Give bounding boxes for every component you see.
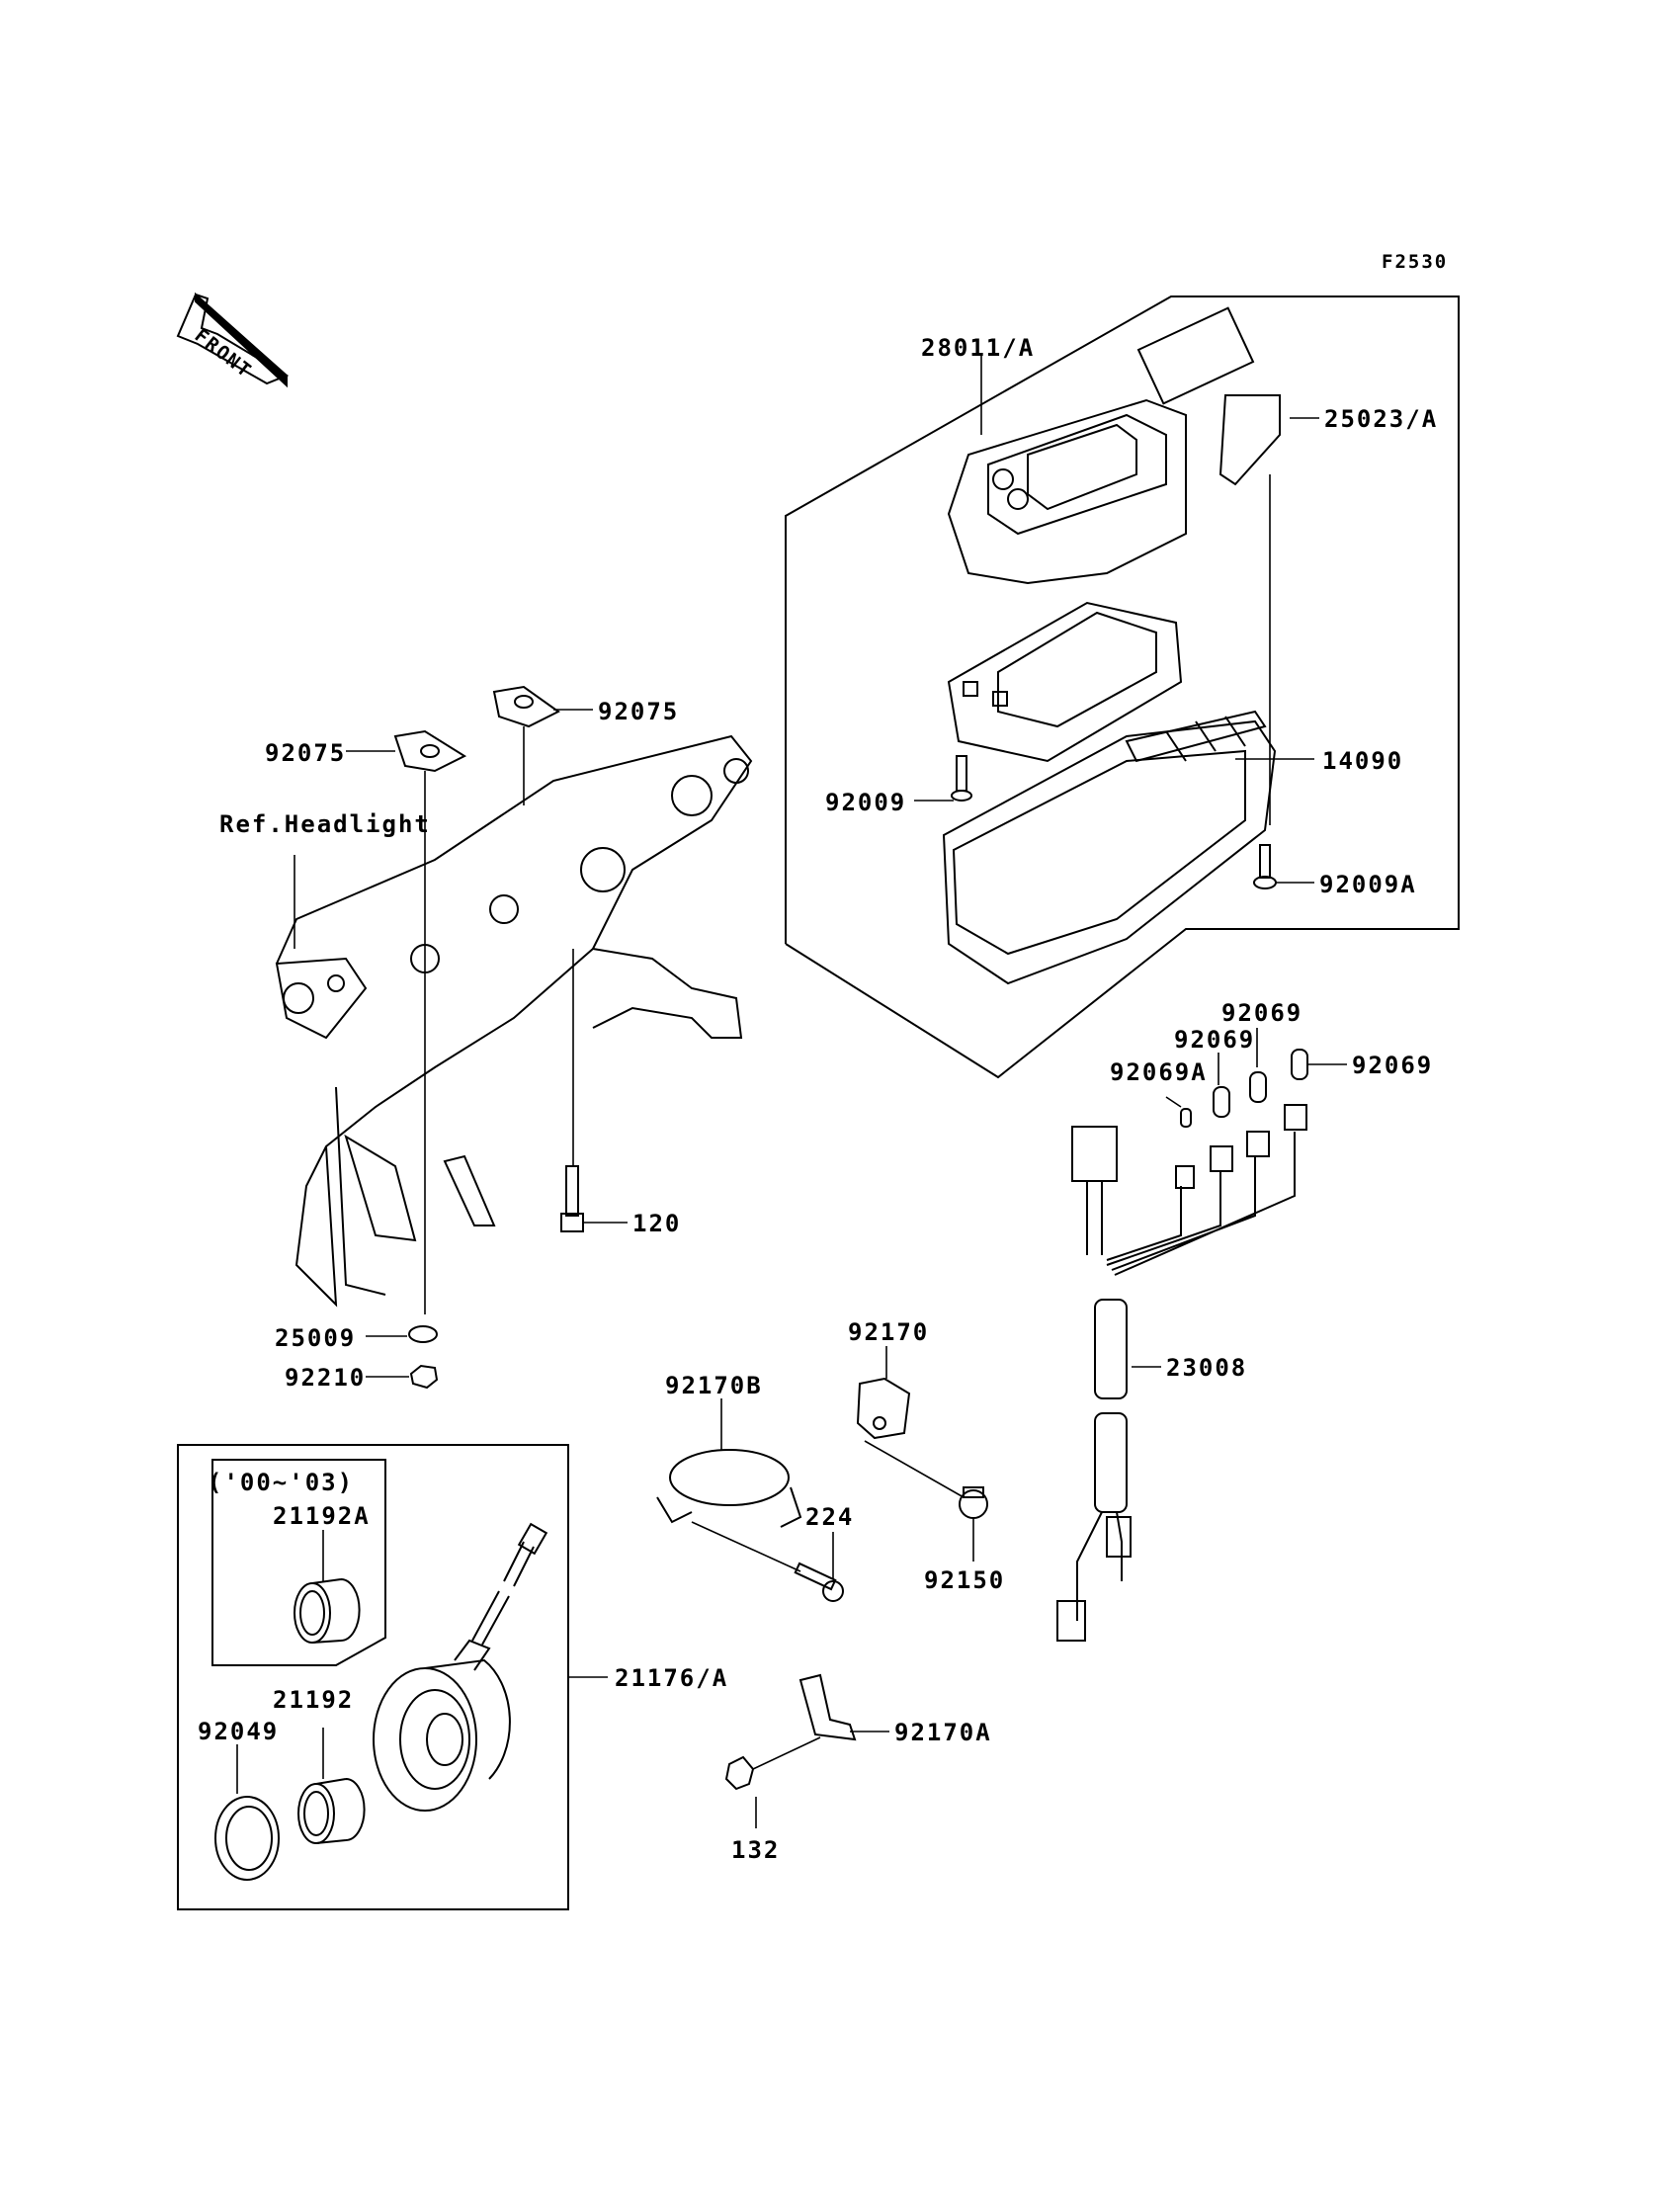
lcd-unit-part [947,601,1183,763]
bolt-224 [794,1562,844,1602]
meter-bracket-part [275,734,753,1308]
seal-92049 [214,1796,280,1881]
screw-92009a [1253,844,1277,889]
callout-92170a[interactable]: 92170A [894,1719,992,1746]
callout-92170[interactable]: 92170 [848,1318,930,1346]
bolt-92150 [959,1486,988,1519]
grommet-92075-a [393,729,467,773]
callout-92009[interactable]: 92009 [825,789,907,816]
bolt-132 [724,1755,755,1791]
leader-lines [236,354,1347,1828]
figure-code: F2530 [1382,251,1449,273]
clamp-92170a [798,1673,857,1741]
callout-92150[interactable]: 92150 [924,1566,1006,1594]
callout-92069[interactable]: 92069 [1221,999,1303,1027]
callout-21192[interactable]: 21192 [273,1686,355,1714]
callout-21192a[interactable]: 21192A [273,1502,371,1530]
nut-92210 [409,1364,439,1390]
sensor-21192 [297,1778,366,1844]
callout-92069[interactable]: 92069 [1352,1052,1434,1079]
callout-92009a[interactable]: 92009A [1319,871,1417,898]
sensor-21192a [294,1578,361,1644]
meter-cover-part [947,306,1281,585]
callout-92170b[interactable]: 92170B [665,1372,763,1399]
callout-92075[interactable]: 92075 [598,698,680,725]
callout-224[interactable]: 224 [805,1503,855,1531]
speed-sensor-21176 [373,1522,548,1812]
callout-25009[interactable]: 25009 [275,1324,357,1352]
washer-25009 [408,1325,438,1343]
wire-harness-23008 [1056,1126,1296,1642]
callout-23008[interactable]: 23008 [1166,1354,1248,1382]
callout-92069[interactable]: 92069 [1174,1026,1256,1054]
callout-120[interactable]: 120 [632,1210,682,1237]
bolt-120 [560,1165,584,1232]
callout-92069a[interactable]: 92069A [1110,1058,1208,1086]
year-note: ('00~'03) [208,1469,355,1496]
clamp-92170b [656,1449,802,1528]
callout-21176-a[interactable]: 21176/A [615,1664,729,1692]
grommet-92075-b [492,685,560,728]
callout-132[interactable]: 132 [731,1836,781,1864]
clamp-92170 [856,1377,911,1440]
front-arrow-icon [176,292,290,388]
callout-92075[interactable]: 92075 [265,739,347,767]
callout-28011-a[interactable]: 28011/A [921,334,1036,362]
reference-note: Ref.Headlight [219,810,431,838]
screw-92009 [951,755,972,802]
callout-25023-a[interactable]: 25023/A [1324,405,1439,433]
year-variant-outline [211,1459,386,1666]
speed-sensor-group-outline [177,1444,569,1910]
cluster-group-outline [785,296,1460,1079]
callout-92049[interactable]: 92049 [198,1718,280,1745]
meter-case-part [942,710,1277,985]
callout-92210[interactable]: 92210 [285,1364,367,1392]
callout-14090[interactable]: 14090 [1322,747,1404,775]
